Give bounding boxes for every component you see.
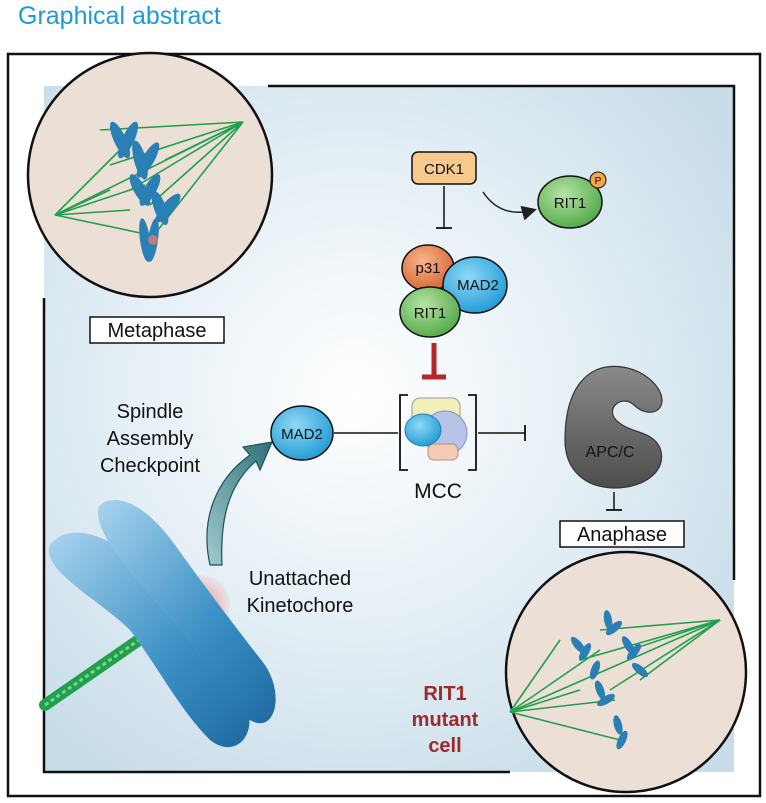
apcc-label: APC/C bbox=[586, 444, 635, 461]
mutant-label-3: cell bbox=[428, 735, 461, 757]
phospho-group bbox=[589, 171, 607, 189]
rit1-complex-node bbox=[399, 286, 461, 338]
rit1-complex-label: RIT1 bbox=[414, 305, 447, 322]
sac-label-1: Spindle bbox=[117, 401, 184, 423]
sac-label-2: Assembly bbox=[107, 428, 194, 450]
mad2-complex-label: MAD2 bbox=[457, 277, 499, 294]
unattached-chromosome bbox=[39, 499, 276, 748]
rit1-phospho-node bbox=[537, 175, 603, 229]
apcc-node bbox=[564, 365, 663, 489]
mutant-label-1: RIT1 bbox=[423, 683, 466, 705]
anaphase-label-box bbox=[559, 520, 685, 548]
mutant-cell bbox=[504, 550, 748, 794]
mad2-free-label: MAD2 bbox=[281, 426, 323, 443]
metaphase-label: Metaphase bbox=[108, 320, 207, 342]
page-title: Graphical abstract bbox=[18, 2, 221, 30]
p31-label: p31 bbox=[415, 260, 440, 277]
mutant-chromosomes bbox=[570, 610, 649, 750]
sac-label-3: Checkpoint bbox=[100, 455, 201, 477]
metaphase-cell bbox=[26, 51, 274, 299]
mcc-label: MCC bbox=[414, 480, 462, 503]
mad2-complex-node bbox=[442, 256, 508, 314]
metaphase-chromosomes bbox=[109, 121, 181, 262]
outer-frame bbox=[6, 52, 762, 798]
mcc-bracket-right bbox=[468, 394, 477, 471]
kinetochore-label-1: Unattached bbox=[249, 568, 351, 590]
mutant-label-2: mutant bbox=[412, 709, 479, 731]
rit1-phospho-label: RIT1 bbox=[554, 195, 587, 212]
mcc-bracket-left bbox=[399, 394, 408, 471]
metaphase-label-box bbox=[89, 316, 225, 344]
chromatid-right bbox=[97, 499, 276, 724]
mad2-free-node bbox=[270, 405, 334, 461]
mcc-complex bbox=[399, 394, 477, 471]
cdk1-node bbox=[411, 151, 477, 185]
chromatid-left bbox=[48, 532, 250, 748]
kinetochore-label-2: Kinetochore bbox=[247, 595, 354, 617]
metaphase-kinetochore-dot bbox=[148, 235, 158, 245]
cdk1-phosphorylates-arrow bbox=[482, 191, 537, 221]
anaphase-label: Anaphase bbox=[577, 524, 667, 546]
phospho-label: P bbox=[595, 176, 602, 187]
inner-border bbox=[42, 84, 736, 774]
cdk1-label: CDK1 bbox=[424, 161, 464, 178]
p31-mad2-rit1-complex bbox=[399, 244, 508, 338]
mutant-spindle bbox=[509, 619, 721, 741]
